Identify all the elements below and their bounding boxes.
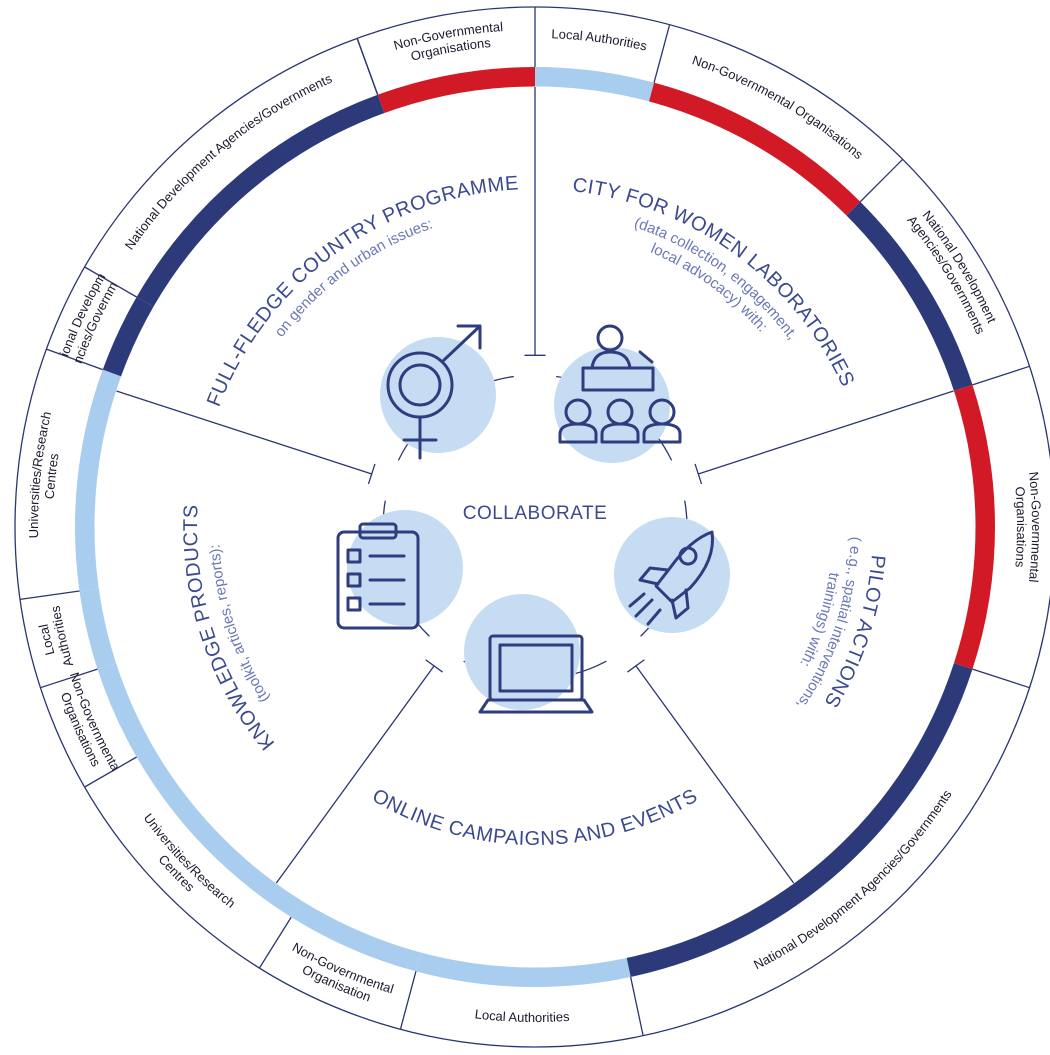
partner-divider	[84, 756, 137, 788]
center-title: COLLABORATE	[463, 503, 608, 524]
clipboard-checklist-icon	[336, 522, 420, 630]
partner-divider	[972, 365, 1030, 386]
partner-divider	[356, 38, 379, 95]
partner-label: Centres	[42, 452, 62, 500]
partner-divider	[972, 668, 1030, 689]
partner-band	[535, 67, 655, 102]
partner-label-text: Agencies/Governments	[0, 0, 121, 365]
outer-circle	[14, 6, 1050, 1048]
partner-label-text: Local Authorities	[551, 26, 649, 53]
sector-tick	[425, 659, 443, 673]
partner-label: Organisations	[1012, 486, 1029, 569]
partner-band	[953, 384, 996, 670]
sector-divider	[275, 665, 435, 884]
icon-disc	[347, 510, 463, 626]
rocket-icon	[628, 530, 715, 626]
partner-label: Local Authorities	[474, 1006, 570, 1025]
partner-band	[136, 747, 302, 918]
sector-title-text: ONLINE CAMPAIGNS AND EVENTS	[368, 785, 701, 850]
sector-dividers	[116, 87, 954, 884]
partner-divider	[258, 916, 292, 969]
sector-tick	[627, 659, 645, 673]
partner-band	[377, 67, 535, 114]
partner-band	[846, 201, 973, 392]
sector-tick	[694, 463, 703, 485]
partner-band	[97, 662, 154, 757]
partner-label-text: Centres	[42, 452, 62, 500]
partner-band	[74, 369, 122, 592]
partner-label: National Development	[0, 0, 108, 358]
partner-label-text: Non-Governmental	[1026, 471, 1044, 583]
partner-label: National Development Agencies/Government…	[751, 787, 955, 973]
partner-band	[415, 952, 631, 987]
partner-label-text: Organisations	[1012, 486, 1029, 569]
partner-divider	[84, 266, 137, 298]
partner-label-text: National Development Agencies/Government…	[751, 787, 955, 973]
partner-divider	[40, 668, 98, 689]
icon-disc	[614, 517, 730, 633]
partner-ring	[14, 6, 1050, 1048]
outer-dividers	[19, 7, 1030, 1036]
partner-label-text: Local	[36, 623, 58, 657]
partner-band	[79, 588, 117, 670]
partner-divider	[19, 590, 80, 601]
partner-band	[136, 94, 385, 307]
partner-label-text: National Development Agencies/Government…	[122, 71, 335, 253]
sector-divider	[698, 390, 954, 475]
activity-icons	[336, 324, 730, 714]
sector-title: ONLINE CAMPAIGNS AND EVENTS	[368, 785, 701, 850]
partner-divider	[859, 158, 904, 203]
sector-divider	[635, 665, 795, 884]
partner-label: National Development Agencies/Government…	[122, 71, 335, 253]
presentation-audience-icon	[558, 324, 682, 444]
laptop-icon	[478, 634, 594, 714]
partner-label: Non-Governmental	[1026, 471, 1044, 583]
sector-tick	[367, 463, 376, 485]
partner-divider	[46, 348, 103, 371]
sector-divider	[116, 390, 372, 475]
partner-label-text: National Development	[0, 0, 108, 358]
partner-label: Local Authorities	[551, 26, 649, 53]
partner-label: Agencies/Governments	[0, 0, 121, 365]
partner-label-text: Local Authorities	[474, 1006, 570, 1025]
icon-disc	[464, 594, 580, 710]
gender-symbol-icon	[386, 324, 482, 460]
partner-divider	[653, 24, 671, 83]
partner-divider	[630, 976, 644, 1036]
partner-label: Local	[36, 623, 58, 657]
partner-band	[648, 82, 861, 216]
partner-band	[291, 900, 422, 972]
partner-divider	[399, 971, 417, 1030]
partner-band	[102, 297, 154, 377]
